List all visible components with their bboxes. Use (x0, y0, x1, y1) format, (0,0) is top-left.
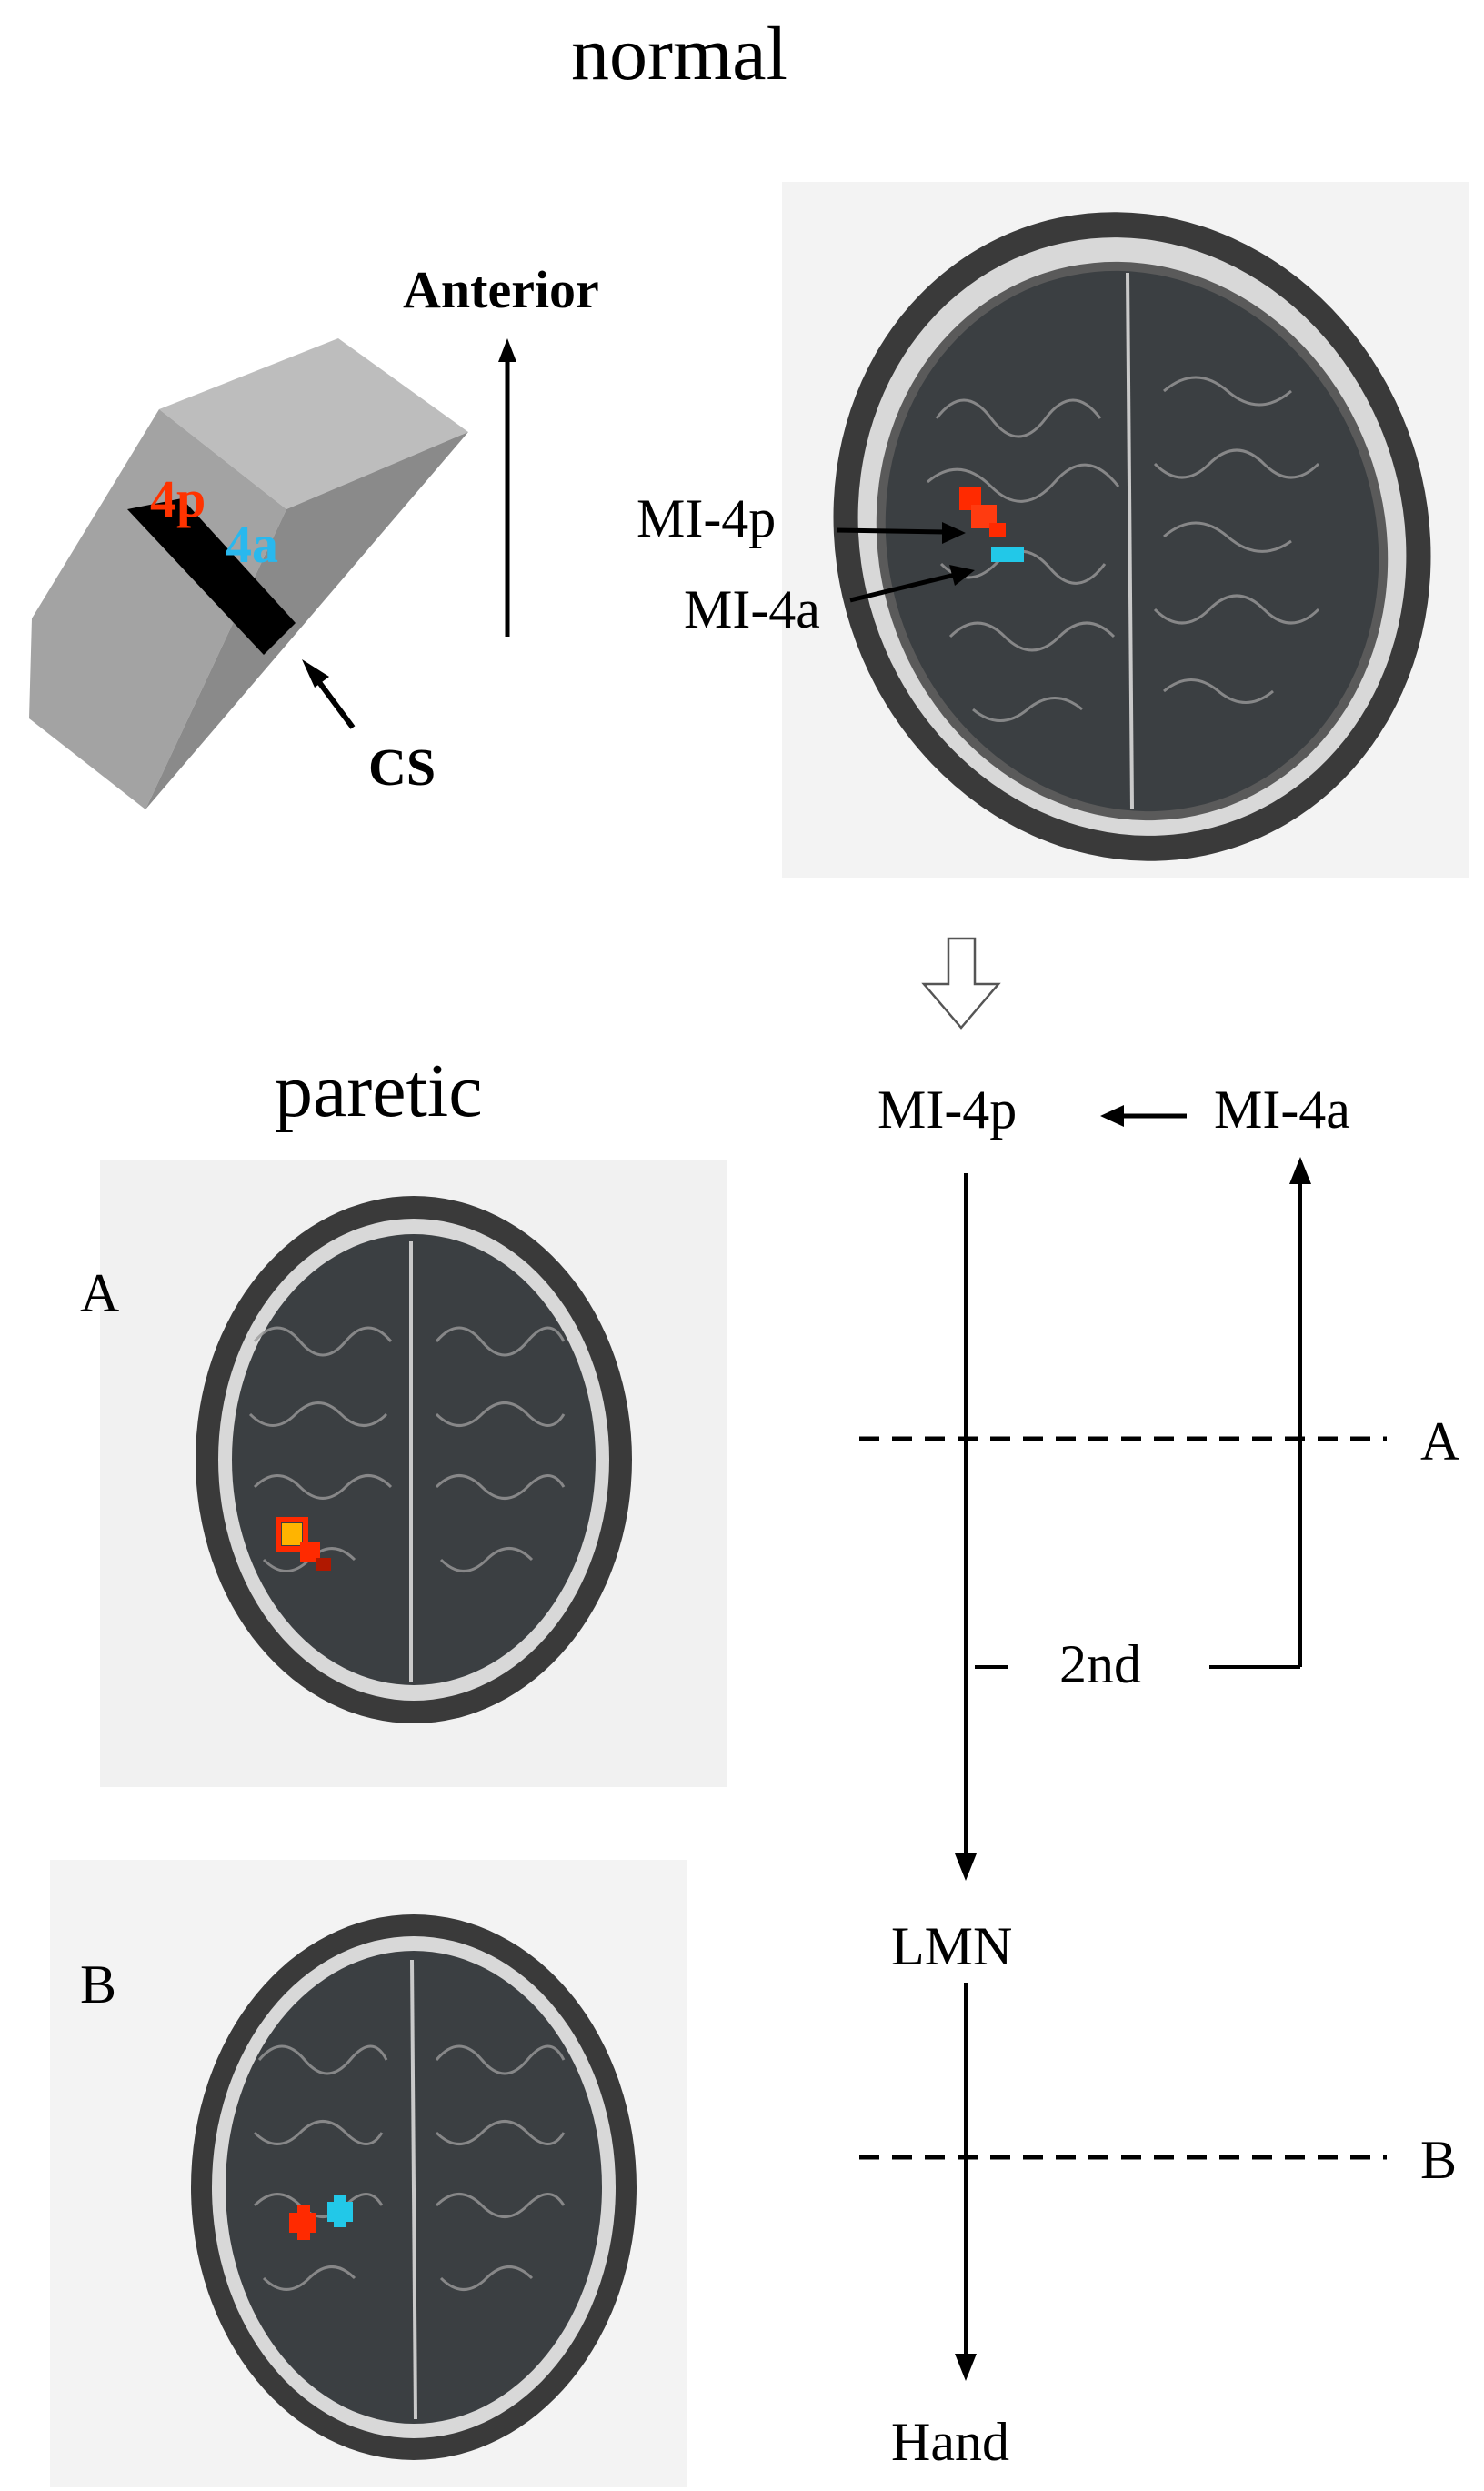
panel-a-brain-scan (196, 1196, 632, 1723)
flow-node-mi4p: MI-4p (877, 1080, 1018, 1140)
block-front-face (145, 432, 468, 809)
cs-label: CS (368, 738, 436, 797)
paretic-panel-b (50, 1860, 687, 2487)
flow-cut-b-label: B (1420, 2130, 1458, 2190)
normal-brain-scan (833, 212, 1431, 861)
block-left-face (29, 409, 286, 809)
anterior-arrow-head (498, 338, 516, 362)
normal-label-mi4a: MI-4a (684, 579, 820, 639)
normal-cyan-activation (991, 547, 1024, 562)
block-label-4a: 4a (226, 515, 278, 574)
panel-a-label: A (80, 1263, 120, 1323)
cs-pointer-line (311, 673, 356, 729)
block-top-face (159, 338, 468, 509)
normal-scan-panel (782, 182, 1469, 878)
block-label-4p: 4p (150, 469, 206, 528)
panel-b-label: B (80, 1954, 117, 2014)
central-sulcus-slab (127, 498, 296, 655)
panel-b-brain-scan (191, 1914, 637, 2460)
paretic-panel-a (100, 1160, 727, 1787)
anterior-label: Anterior (403, 260, 599, 319)
flow-cut-a-label: A (1420, 1411, 1460, 1471)
flow-loop-label: 2nd (1059, 1634, 1141, 1694)
paretic-title: paretic (275, 1049, 483, 1133)
panel-a-red-activation (282, 1523, 302, 1545)
flow-node-hand: Hand (891, 2412, 1009, 2472)
flow-node-lmn: LMN (891, 1916, 1013, 1976)
flow-node-mi4a: MI-4a (1214, 1080, 1350, 1140)
cs-pointer-head (302, 659, 329, 688)
normal-label-mi4p: MI-4p (637, 488, 777, 548)
normal-title: normal (571, 12, 787, 96)
